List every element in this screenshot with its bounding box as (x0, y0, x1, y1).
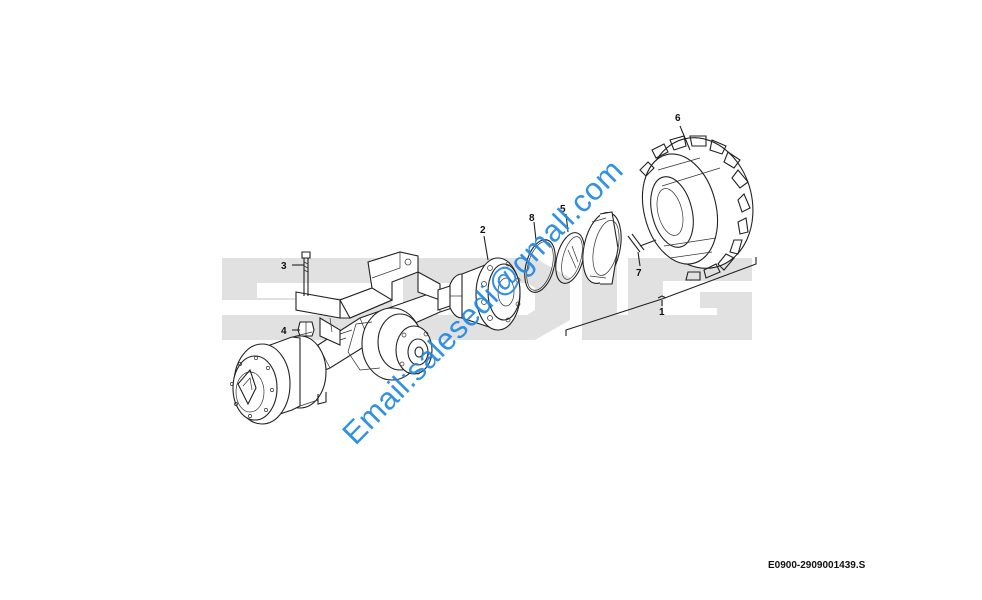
o-ring (524, 239, 556, 293)
right-wheel-hub (437, 257, 521, 331)
sdlg-logo-watermark-g (628, 258, 752, 340)
callout-8: 8 (529, 213, 535, 224)
tire (639, 135, 754, 281)
tire-valve (627, 233, 657, 253)
callout-4: 4 (281, 326, 287, 337)
mounting-nut (297, 321, 315, 337)
callout-7: 7 (636, 268, 642, 279)
axle-housing (294, 285, 471, 381)
mounting-bolt (301, 251, 311, 296)
callout-3: 3 (281, 261, 287, 272)
leader-lines (292, 125, 691, 331)
wheel-rim (582, 211, 622, 285)
assembly-bracket-line (565, 257, 757, 336)
document-code: E0900-2909001439.S (768, 560, 866, 571)
callout-6: 6 (675, 113, 681, 124)
callout-2: 2 (480, 225, 486, 236)
callout-5: 5 (560, 204, 566, 215)
callout-1: 1 (659, 307, 665, 318)
mounting-bracket (295, 251, 441, 346)
left-wheel-hub (230, 331, 327, 425)
